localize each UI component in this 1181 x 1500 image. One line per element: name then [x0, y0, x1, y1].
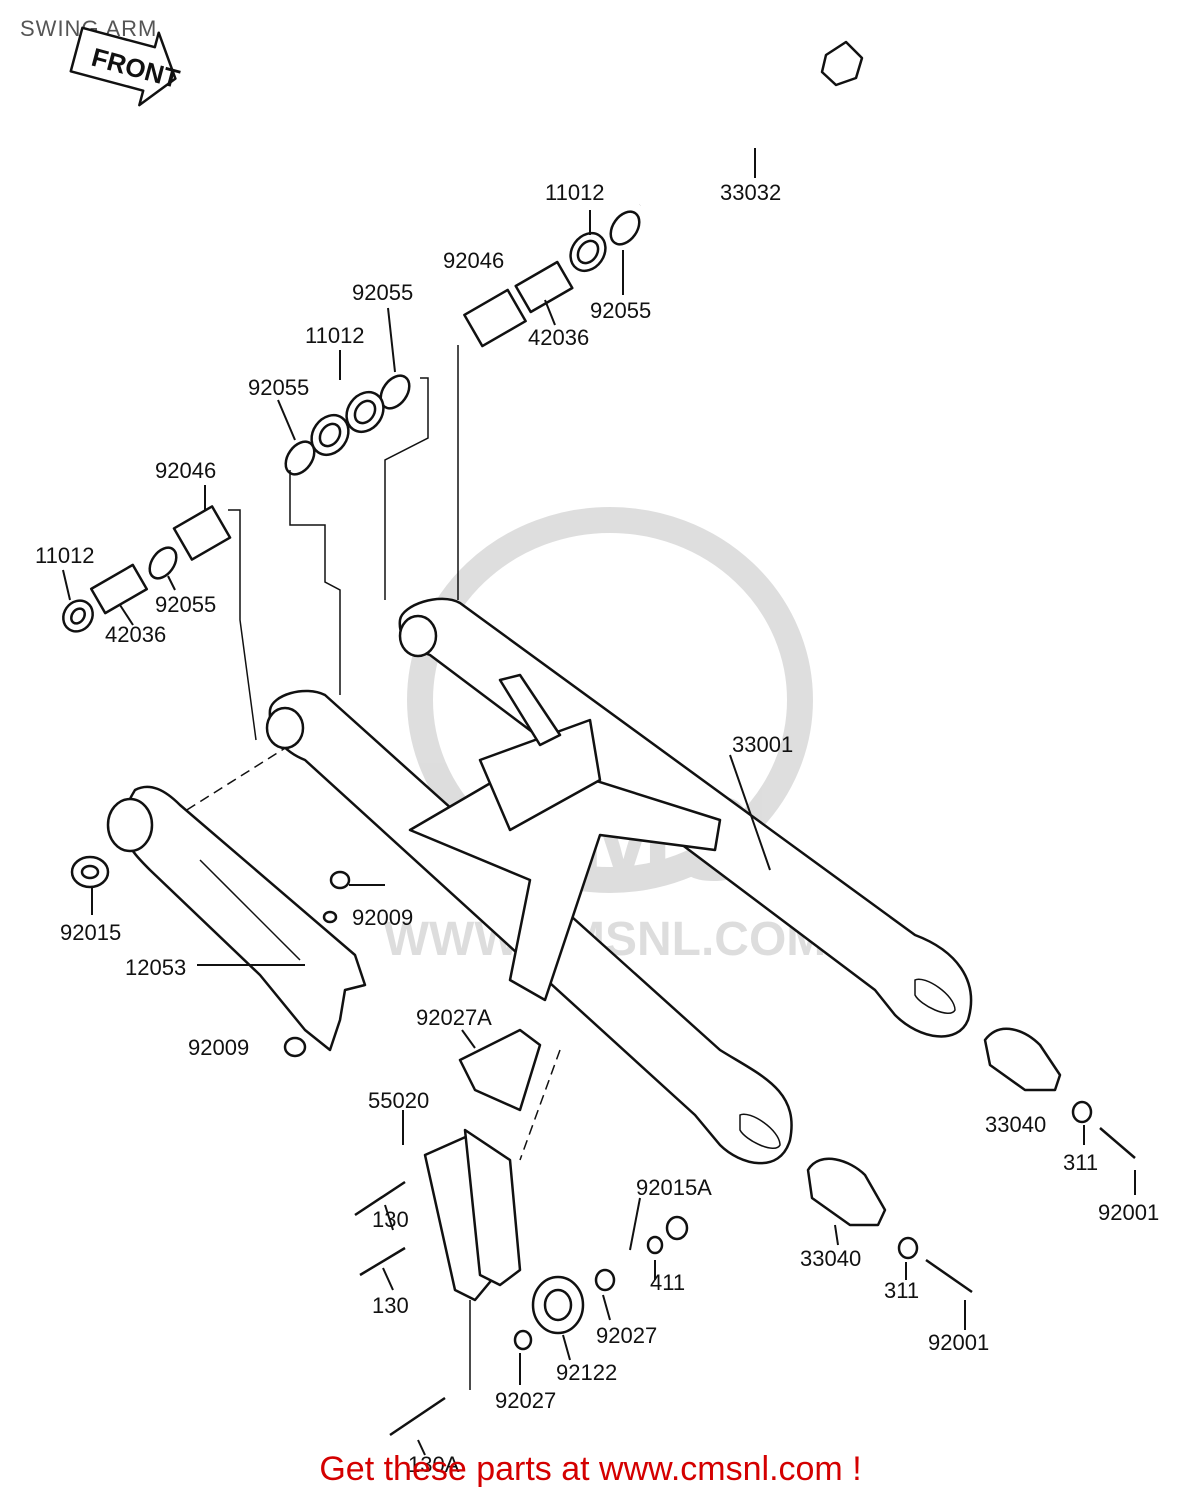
middle-bearing-set [284, 374, 411, 476]
leader-lines [62, 148, 1136, 1456]
guide-lines [154, 345, 561, 1161]
label-92001-b: 92001 [928, 1330, 989, 1355]
label-11012-a: 11012 [545, 180, 605, 205]
label-92027A: 92027A [416, 1005, 492, 1030]
label-33040-a: 33040 [985, 1112, 1046, 1137]
label-92055-d: 92055 [155, 592, 216, 617]
right-bearing-set [463, 210, 641, 348]
label-33001: 33001 [732, 732, 793, 757]
label-92055-b: 92055 [352, 280, 413, 305]
label-92055-a: 92055 [590, 298, 651, 323]
footer-link[interactable]: Get these parts at www.cmsnl.com ! [319, 1450, 862, 1488]
label-42036-b: 42036 [105, 622, 166, 647]
label-130A: 130A [408, 1452, 460, 1477]
label-11012-c: 11012 [35, 543, 95, 568]
linkage-bolts [354, 1180, 471, 1437]
label-92015: 92015 [60, 920, 121, 945]
label-92055-c: 92055 [248, 375, 309, 400]
chain-guard [106, 785, 367, 1052]
label-11012-b: 11012 [305, 323, 365, 348]
label-92027-a: 92027 [596, 1323, 657, 1348]
label-12053: 12053 [125, 955, 186, 980]
label-92046-b: 92046 [155, 458, 216, 483]
label-130-a: 130 [372, 1207, 409, 1232]
pivot-shaft [637, 40, 864, 209]
label-411: 411 [650, 1270, 685, 1295]
chain-adjusters [806, 1027, 1062, 1227]
label-42036-a: 42036 [528, 325, 589, 350]
label-92009: 92009 [352, 905, 413, 930]
label-92001-a: 92001 [1098, 1200, 1159, 1225]
label-92015A: 92015A [636, 1175, 712, 1200]
label-311-a: 311 [1063, 1150, 1098, 1175]
label-92009-b: 92009 [188, 1035, 249, 1060]
adjuster-bolts [925, 1127, 1136, 1294]
label-92046-a: 92046 [443, 248, 504, 273]
label-92027-b: 92027 [495, 1388, 556, 1413]
left-bearing-set [62, 505, 232, 633]
label-92122: 92122 [556, 1360, 617, 1385]
label-55020: 55020 [368, 1088, 429, 1113]
linkage [423, 1028, 542, 1302]
label-33032: 33032 [720, 180, 781, 205]
fasteners [70, 855, 1093, 1351]
part-labels: 33032 11012 92046 92055 42036 92055 1101… [35, 180, 1159, 1477]
swing-arm [265, 597, 973, 1165]
label-311-b: 311 [884, 1278, 919, 1303]
front-arrow: FRONT [69, 26, 183, 107]
bushing [531, 1275, 585, 1335]
label-130-b: 130 [372, 1293, 409, 1318]
label-33040-b: 33040 [800, 1246, 861, 1271]
